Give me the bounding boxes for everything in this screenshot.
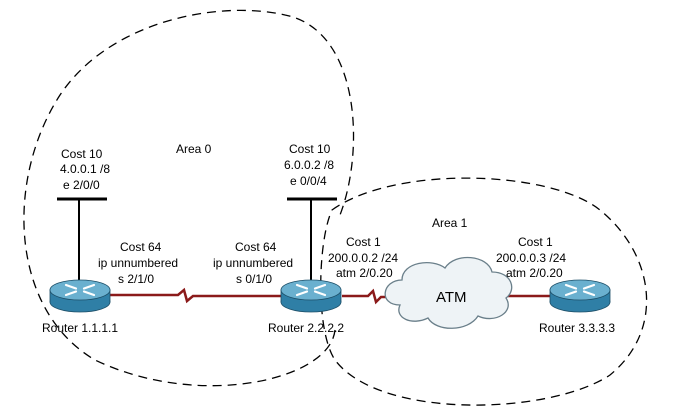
router-3-icon[interactable] <box>549 279 611 313</box>
area-0-label: Area 0 <box>176 142 212 156</box>
link-label-r3-atm: Cost 1 200.0.0.3 /24 atm 2/0.20 <box>496 235 566 280</box>
svg-text:Cost 10: Cost 10 <box>289 142 331 156</box>
lan-label-middle: Cost 10 6.0.0.2 /8 e 0/0/4 <box>284 142 334 188</box>
area-0-boundary <box>23 9 355 387</box>
atm-link-r2-cloud <box>342 288 392 305</box>
link-label-r1-serial: Cost 64 ip unnumbered s 2/1/0 <box>98 240 178 286</box>
svg-text:Cost 64: Cost 64 <box>120 240 162 254</box>
svg-text:ip unnumbered: ip unnumbered <box>98 256 178 270</box>
link-label-r2-serial: Cost 64 ip unnumbered s 0/1/0 <box>213 240 293 286</box>
svg-text:6.0.0.2 /8: 6.0.0.2 /8 <box>284 158 334 172</box>
svg-text:Cost 1: Cost 1 <box>518 235 553 249</box>
area-1-label: Area 1 <box>432 216 468 230</box>
router-1-name: Router 1.1.1.1 <box>42 321 118 335</box>
svg-text:4.0.0.1 /8: 4.0.0.1 /8 <box>60 162 110 176</box>
svg-text:e 0/0/4: e 0/0/4 <box>290 174 327 188</box>
area-1-boundary <box>320 177 648 406</box>
svg-text:atm 2/0.20: atm 2/0.20 <box>336 266 393 280</box>
svg-text:s 0/1/0: s 0/1/0 <box>236 272 272 286</box>
svg-text:atm 2/0.20: atm 2/0.20 <box>506 266 563 280</box>
svg-text:Cost 1: Cost 1 <box>346 235 381 249</box>
svg-text:200.0.0.2 /24: 200.0.0.2 /24 <box>328 251 398 265</box>
lan-label-left: Cost 10 4.0.0.1 /8 e 2/0/0 <box>60 147 110 192</box>
svg-text:Cost 64: Cost 64 <box>235 240 277 254</box>
router-1-icon[interactable] <box>49 279 111 313</box>
router-2-icon[interactable] <box>280 279 342 313</box>
svg-text:Cost 10: Cost 10 <box>61 147 103 161</box>
router-3-name: Router 3.3.3.3 <box>539 321 615 335</box>
svg-text:200.0.0.3 /24: 200.0.0.3 /24 <box>496 251 566 265</box>
router-2-name: Router 2.2.2.2 <box>268 321 344 335</box>
link-label-r2-atm: Cost 1 200.0.0.2 /24 atm 2/0.20 <box>328 235 398 280</box>
serial-link-r1-r2 <box>110 287 282 304</box>
atm-cloud-label: ATM <box>436 289 467 306</box>
svg-text:ip unnumbered: ip unnumbered <box>213 256 293 270</box>
svg-text:s 2/1/0: s 2/1/0 <box>118 272 154 286</box>
atm-cloud <box>384 256 513 329</box>
svg-text:e 2/0/0: e 2/0/0 <box>63 178 100 192</box>
